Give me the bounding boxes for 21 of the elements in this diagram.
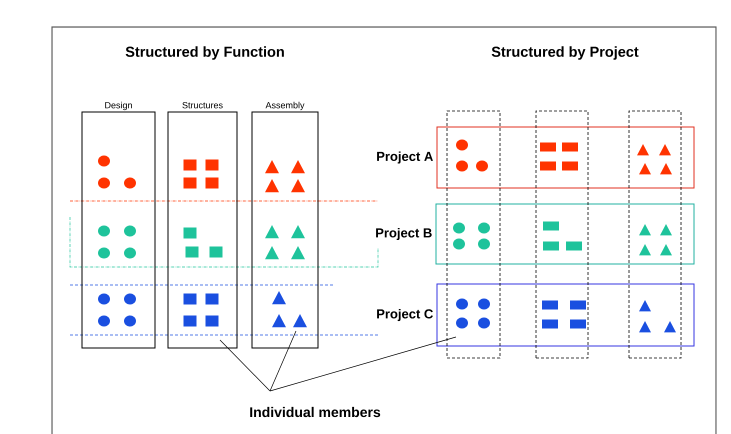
dashed-column-box [446,110,500,358]
node-label: Project A [377,151,433,164]
leader-line [270,330,296,392]
section-title: Structured by Function [126,46,284,60]
dashed-column-box [536,110,588,358]
section-title: Structured by Project [492,46,639,60]
caption-text: Individual members [250,406,380,418]
leader-line [220,340,270,392]
node-label: Project C [377,308,433,322]
node-label: Assembly [266,102,304,110]
node-label: Design [105,102,132,110]
column-box: Structures [168,102,238,348]
column-box: Design [82,102,156,348]
column-box: Assembly [252,102,318,348]
node-label: Structures [182,102,223,108]
project-box: Project A [377,126,694,188]
project-box: Project B [376,204,694,264]
node-label: Project B [376,228,432,240]
dashed-column-box [628,110,682,358]
leader-line [270,336,456,392]
project-box: Project C [377,284,694,346]
